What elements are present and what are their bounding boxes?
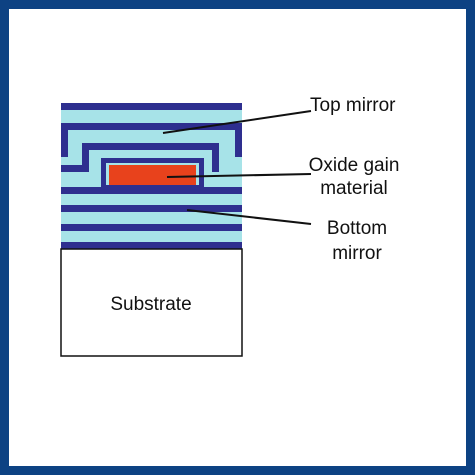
- bottom-mirror-label-line-1: Bottom: [327, 218, 387, 239]
- gain-label-line-2: material: [320, 178, 388, 199]
- top-mirror-dark-layer-3: [61, 143, 219, 172]
- oxide-gain-material: [109, 165, 196, 185]
- gain-leader-line: [166, 173, 312, 178]
- top-mirror-dark-layer-1: [61, 103, 242, 110]
- bottom-mirror-dark-layer-2: [61, 205, 242, 212]
- bottom-mirror-leader-line: [186, 209, 312, 225]
- top-mirror-leader-line: [162, 110, 312, 134]
- top-mirror-dark-layer-2: [61, 123, 242, 157]
- bottom-mirror-dark-layer-4: [61, 242, 242, 249]
- top-mirror-label: Top mirror: [310, 95, 396, 116]
- substrate-label: Substrate: [110, 294, 191, 315]
- gain-label-line-1: Oxide gain: [309, 155, 400, 176]
- bottom-mirror-dark-layer-1: [61, 187, 242, 194]
- bottom-mirror-label-line-2: mirror: [332, 243, 382, 264]
- substrate-block: [60, 248, 243, 357]
- bottom-mirror-dark-layer-3: [61, 224, 242, 231]
